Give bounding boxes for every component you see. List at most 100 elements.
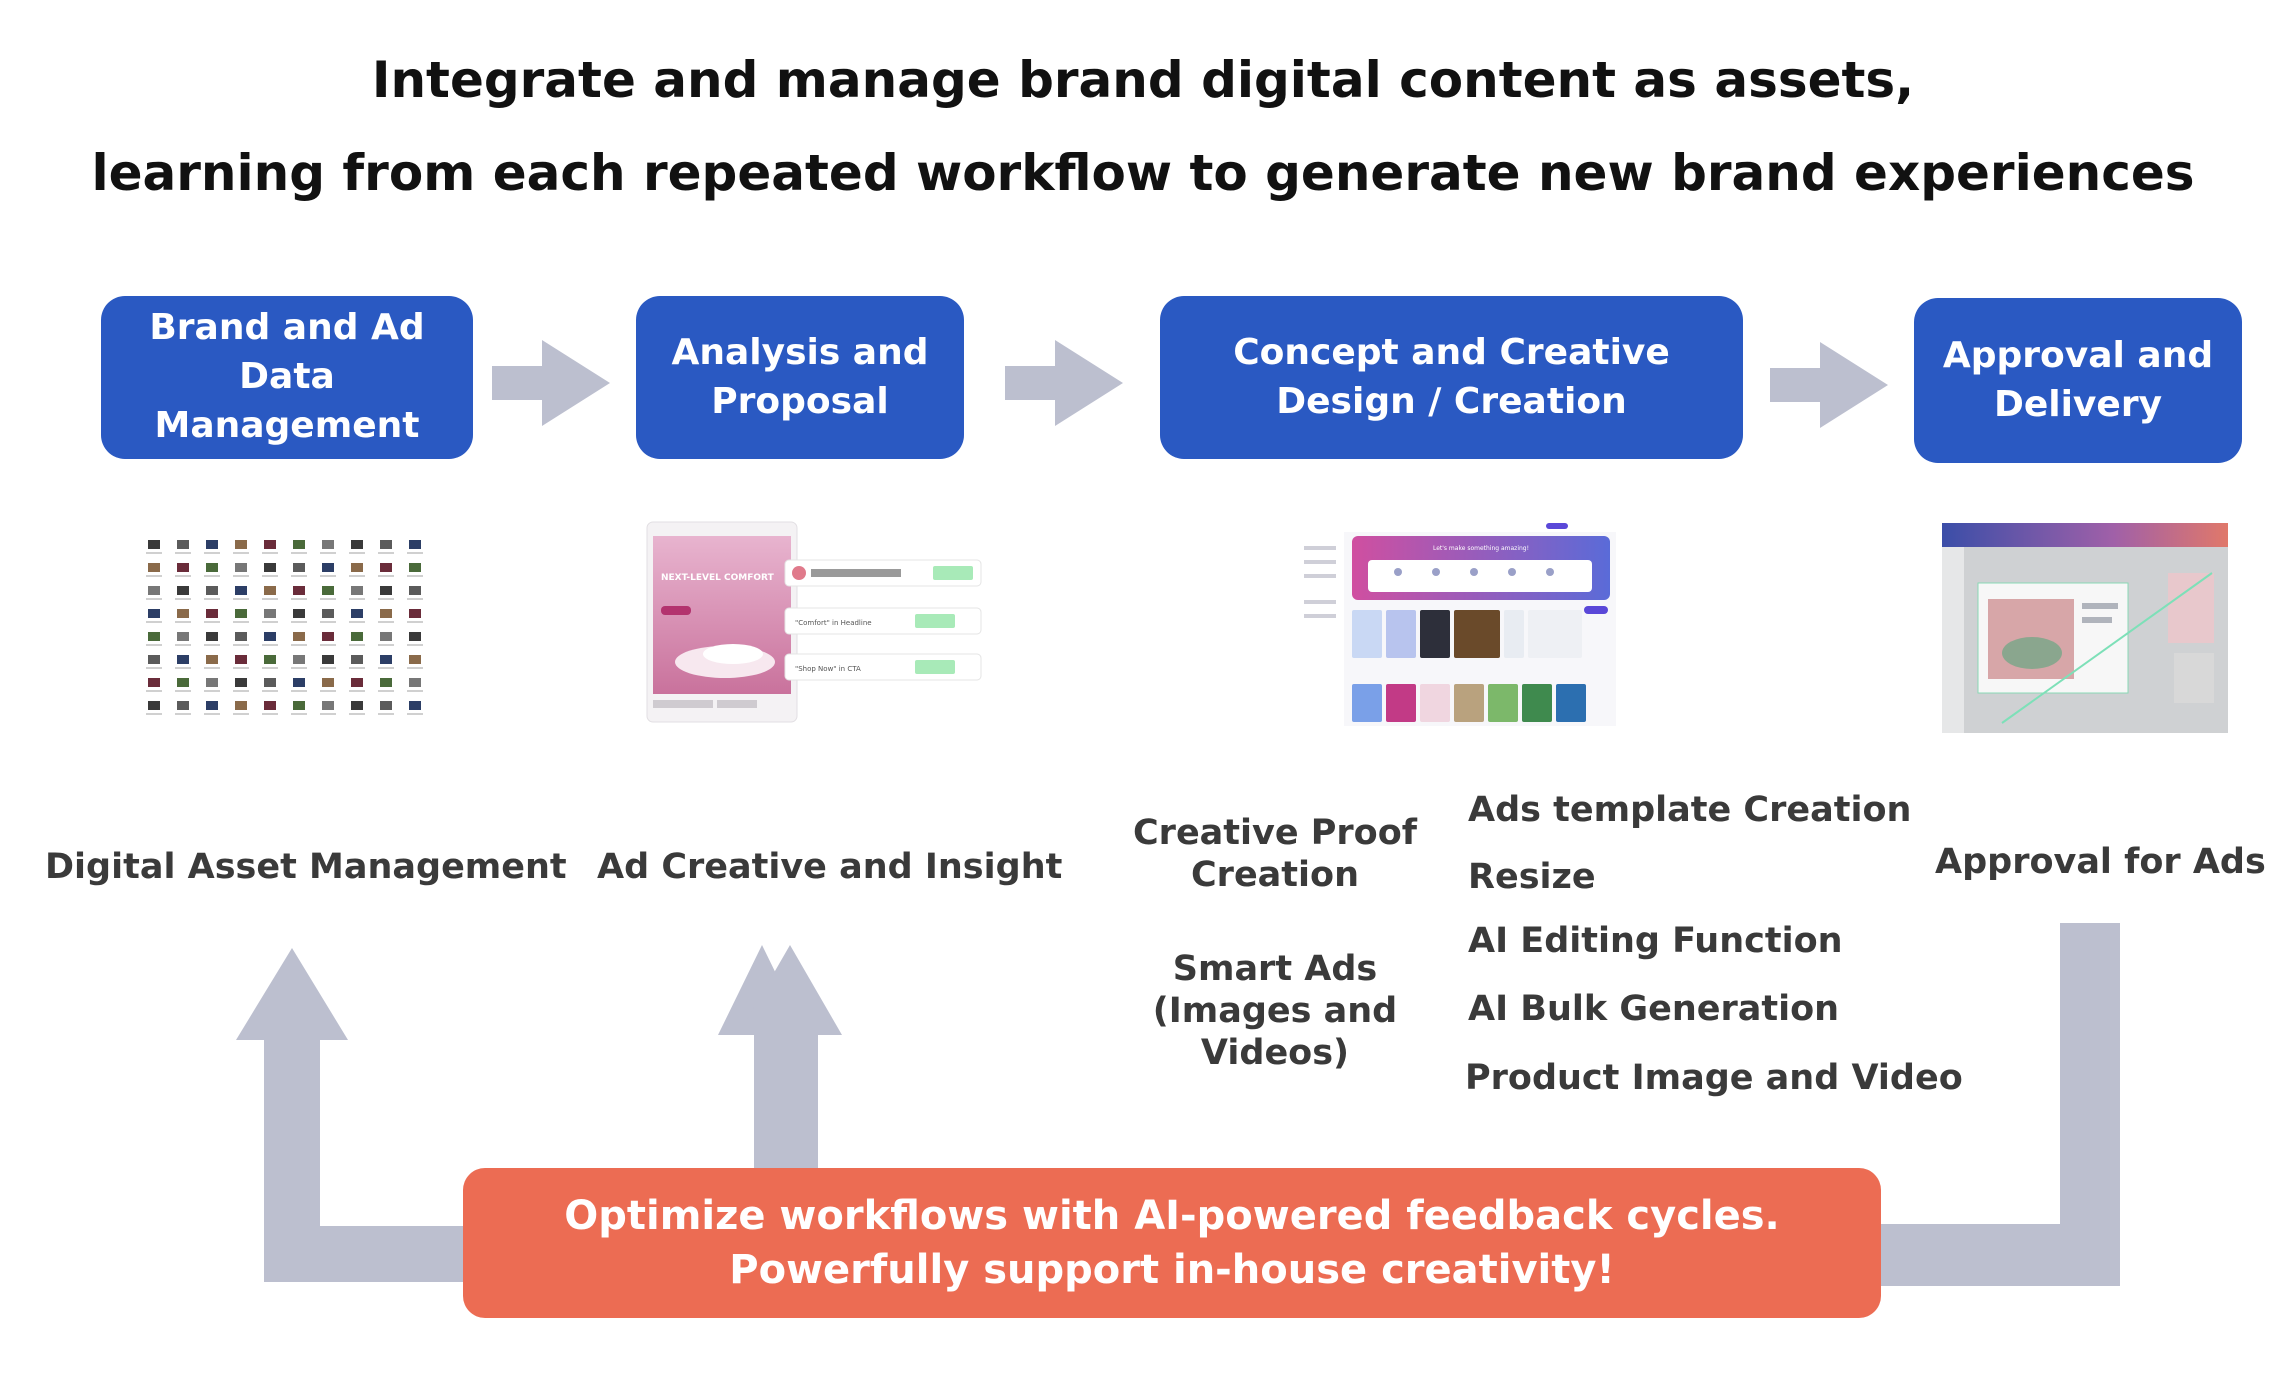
asset-caption	[378, 690, 394, 692]
asset-thumbnail	[322, 678, 334, 687]
asset-caption	[349, 575, 365, 577]
stage-label: Design / Creation	[1276, 380, 1627, 422]
asset-caption	[204, 644, 220, 646]
asset-thumbnail	[177, 678, 189, 687]
asset-thumbnail	[148, 609, 160, 618]
capability-ads-template-creation: Ads template Creation	[1468, 790, 1912, 830]
asset-caption	[378, 621, 394, 623]
asset-caption	[262, 621, 278, 623]
asset-thumbnail	[235, 609, 247, 618]
asset-caption	[407, 575, 423, 577]
asset-caption	[175, 644, 191, 646]
asset-caption	[349, 644, 365, 646]
asset-thumbnail	[235, 563, 247, 572]
asset-caption	[233, 598, 249, 600]
hero-text: Let's make something amazing!	[1433, 545, 1529, 552]
asset-thumbnail	[264, 701, 276, 710]
asset-thumbnail	[177, 655, 189, 664]
asset-thumbnail	[380, 563, 392, 572]
asset-thumbnail	[264, 655, 276, 664]
asset-caption	[146, 575, 162, 577]
asset-caption	[349, 598, 365, 600]
capability-line: (Images and	[1152, 991, 1398, 1031]
asset-thumbnail	[148, 678, 160, 687]
asset-thumbnail	[177, 701, 189, 710]
headline-line-1: Integrate and manage brand digital conte…	[371, 51, 1915, 109]
stage-label: Delivery	[1993, 383, 2163, 425]
banner-line-2: Powerfully support in-house creativity!	[729, 1247, 1615, 1293]
asset-caption	[291, 552, 307, 554]
asset-thumbnail	[177, 540, 189, 549]
asset-thumbnail	[322, 632, 334, 641]
asset-caption	[204, 598, 220, 600]
asset-caption	[146, 552, 162, 554]
asset-caption	[175, 621, 191, 623]
asset-thumbnail	[380, 609, 392, 618]
up-arrow-icon	[236, 948, 470, 1282]
asset-caption	[349, 552, 365, 554]
asset-thumbnail	[351, 540, 363, 549]
asset-caption	[175, 598, 191, 600]
asset-caption	[320, 667, 336, 669]
asset-caption	[204, 713, 220, 715]
asset-caption	[407, 713, 423, 715]
asset-caption	[407, 667, 423, 669]
asset-caption	[262, 552, 278, 554]
asset-thumbnail	[351, 563, 363, 572]
asset-thumbnail	[264, 609, 276, 618]
asset-thumbnail	[148, 701, 160, 710]
asset-caption	[204, 552, 220, 554]
asset-thumbnail	[322, 609, 334, 618]
asset-thumbnail	[264, 632, 276, 641]
asset-thumbnail	[409, 563, 421, 572]
feedback-banner: Optimize workflows with AI-powered feedb…	[463, 1168, 1881, 1318]
asset-thumbnail	[293, 609, 305, 618]
capability-resize: Resize	[1468, 857, 1596, 897]
capability-ai-bulk-generation: AI Bulk Generation	[1468, 989, 1840, 1029]
asset-thumbnail	[235, 540, 247, 549]
asset-caption	[378, 598, 394, 600]
asset-grid-screenshot	[146, 540, 423, 715]
asset-caption	[320, 713, 336, 715]
asset-thumbnail	[409, 701, 421, 710]
asset-thumbnail	[148, 586, 160, 595]
asset-caption	[233, 552, 249, 554]
asset-caption	[262, 575, 278, 577]
capability-line: Smart Ads	[1172, 949, 1378, 989]
asset-thumbnail	[380, 655, 392, 664]
right-arrow-icon	[1770, 342, 1888, 428]
asset-caption	[349, 690, 365, 692]
asset-thumbnail	[293, 655, 305, 664]
asset-caption	[407, 552, 423, 554]
asset-caption	[320, 690, 336, 692]
asset-caption	[146, 598, 162, 600]
asset-caption	[175, 552, 191, 554]
asset-thumbnail	[322, 563, 334, 572]
asset-thumbnail	[322, 655, 334, 664]
asset-caption	[175, 575, 191, 577]
asset-thumbnail	[235, 678, 247, 687]
asset-caption	[233, 575, 249, 577]
asset-caption	[262, 713, 278, 715]
design-app-screenshot: Let's make something amazing!	[1298, 520, 1616, 726]
asset-caption	[233, 644, 249, 646]
asset-caption	[378, 644, 394, 646]
asset-thumbnail	[351, 701, 363, 710]
asset-thumbnail	[177, 563, 189, 572]
asset-thumbnail	[380, 632, 392, 641]
stage-label: Analysis and	[671, 331, 929, 373]
asset-thumbnail	[409, 655, 421, 664]
asset-thumbnail	[177, 586, 189, 595]
asset-caption	[146, 690, 162, 692]
asset-thumbnail	[409, 586, 421, 595]
asset-thumbnail	[264, 540, 276, 549]
asset-thumbnail	[264, 586, 276, 595]
asset-thumbnail	[206, 586, 218, 595]
stage-label: Data Management	[154, 356, 420, 446]
asset-thumbnail	[293, 563, 305, 572]
asset-caption	[349, 621, 365, 623]
asset-caption	[175, 713, 191, 715]
